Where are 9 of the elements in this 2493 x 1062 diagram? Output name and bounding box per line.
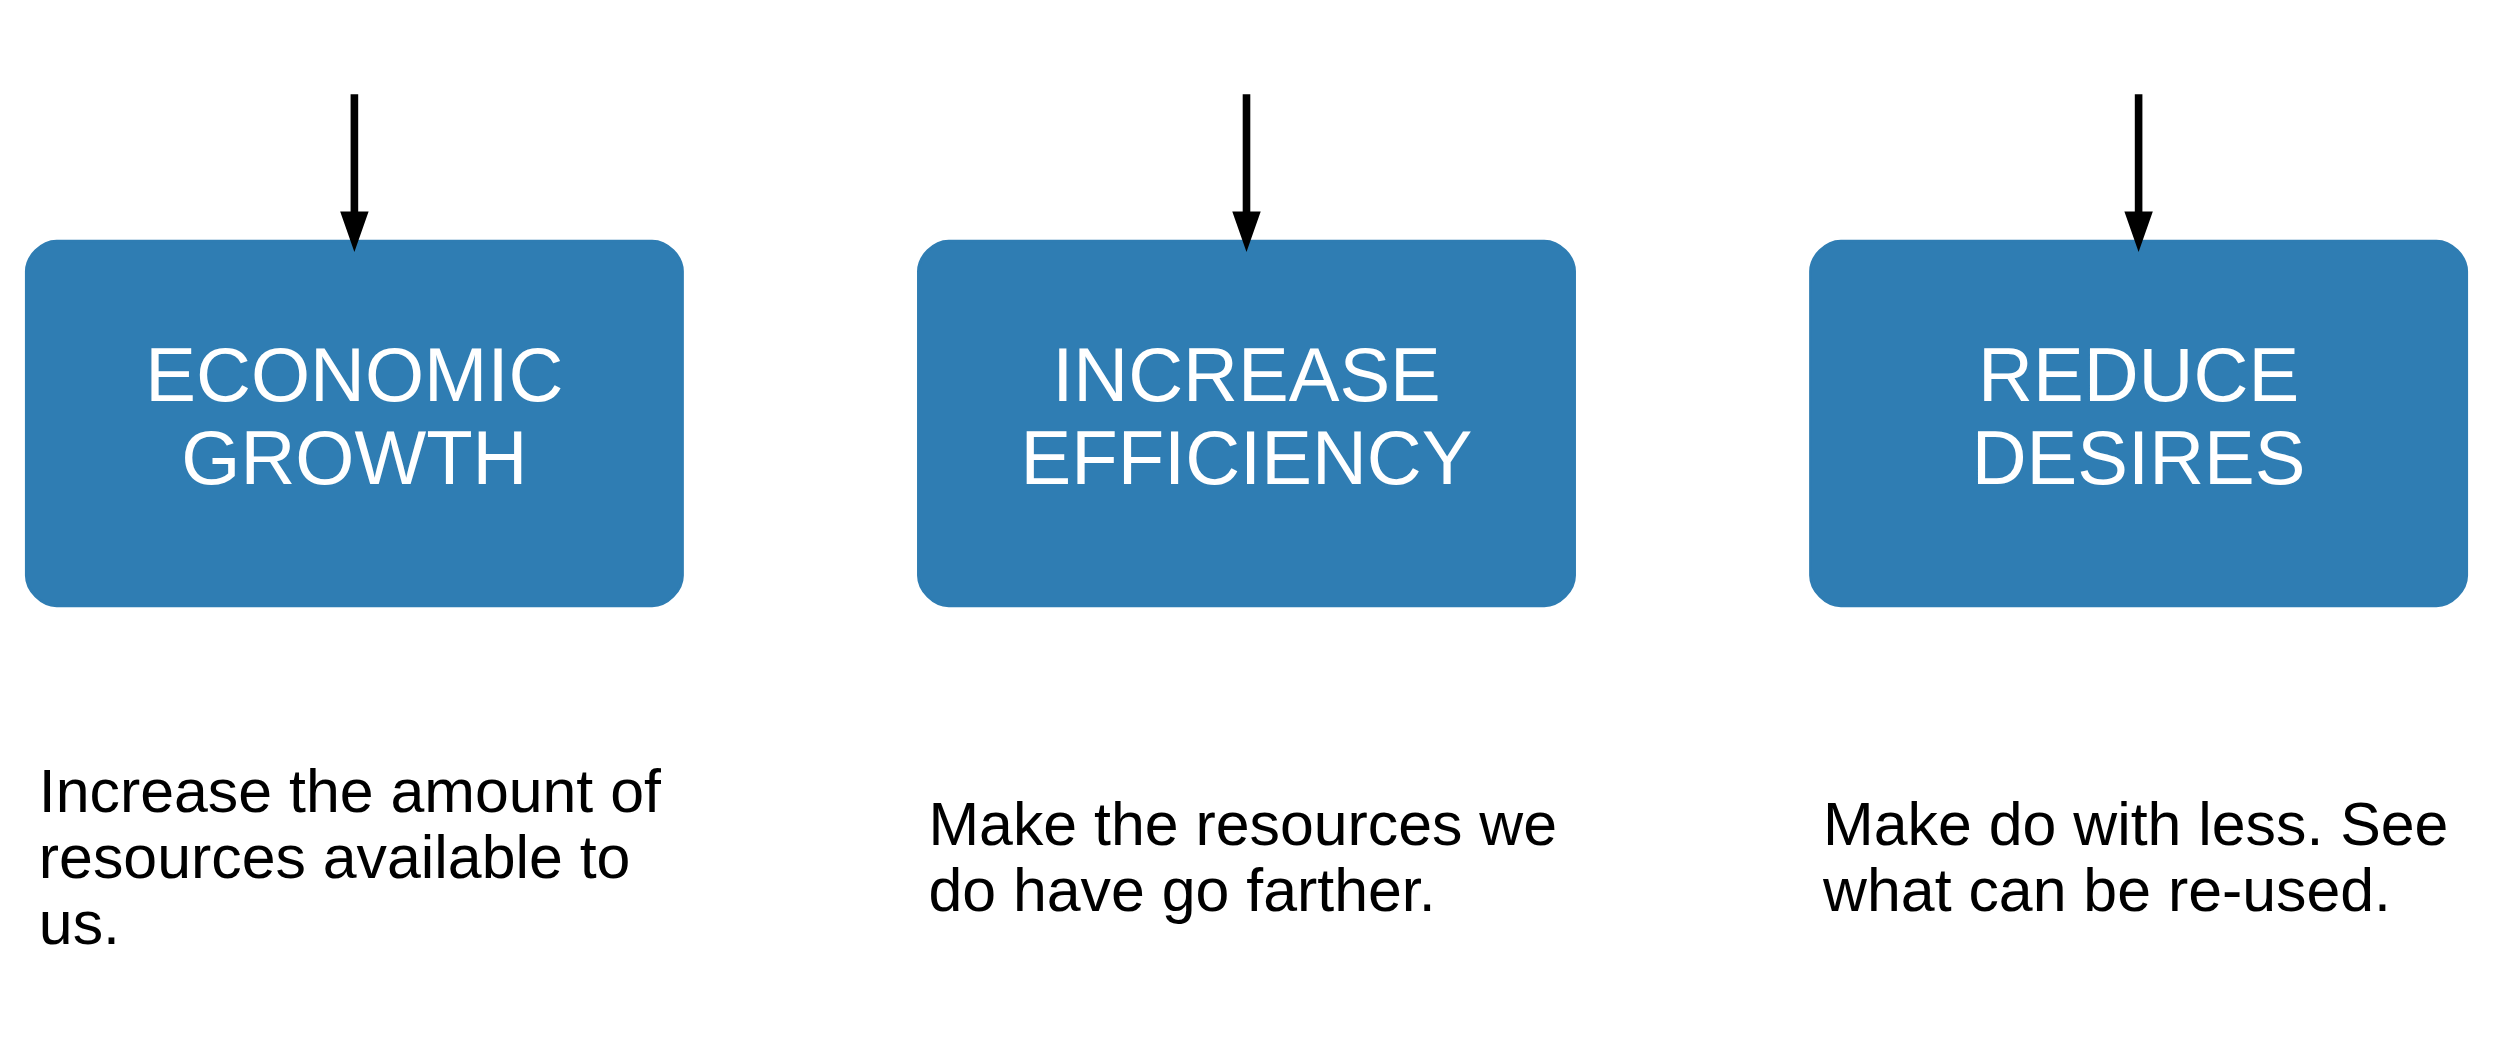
node-box: INCREASE EFFICIENCY (917, 239, 1576, 607)
arrow (2124, 93, 2153, 252)
arrow (1232, 93, 1261, 252)
node-box: REDUCE DESIRES (1809, 239, 2469, 607)
node-label: Make the resources we do have go farther. (928, 789, 1558, 924)
node-label: Increase the amount of resources available to us. (38, 756, 661, 956)
arrow (340, 93, 369, 252)
node-label: Make do with less. See what can be re-used. (1823, 789, 2449, 924)
node-box: ECONOMIC GROWTH (24, 239, 684, 607)
